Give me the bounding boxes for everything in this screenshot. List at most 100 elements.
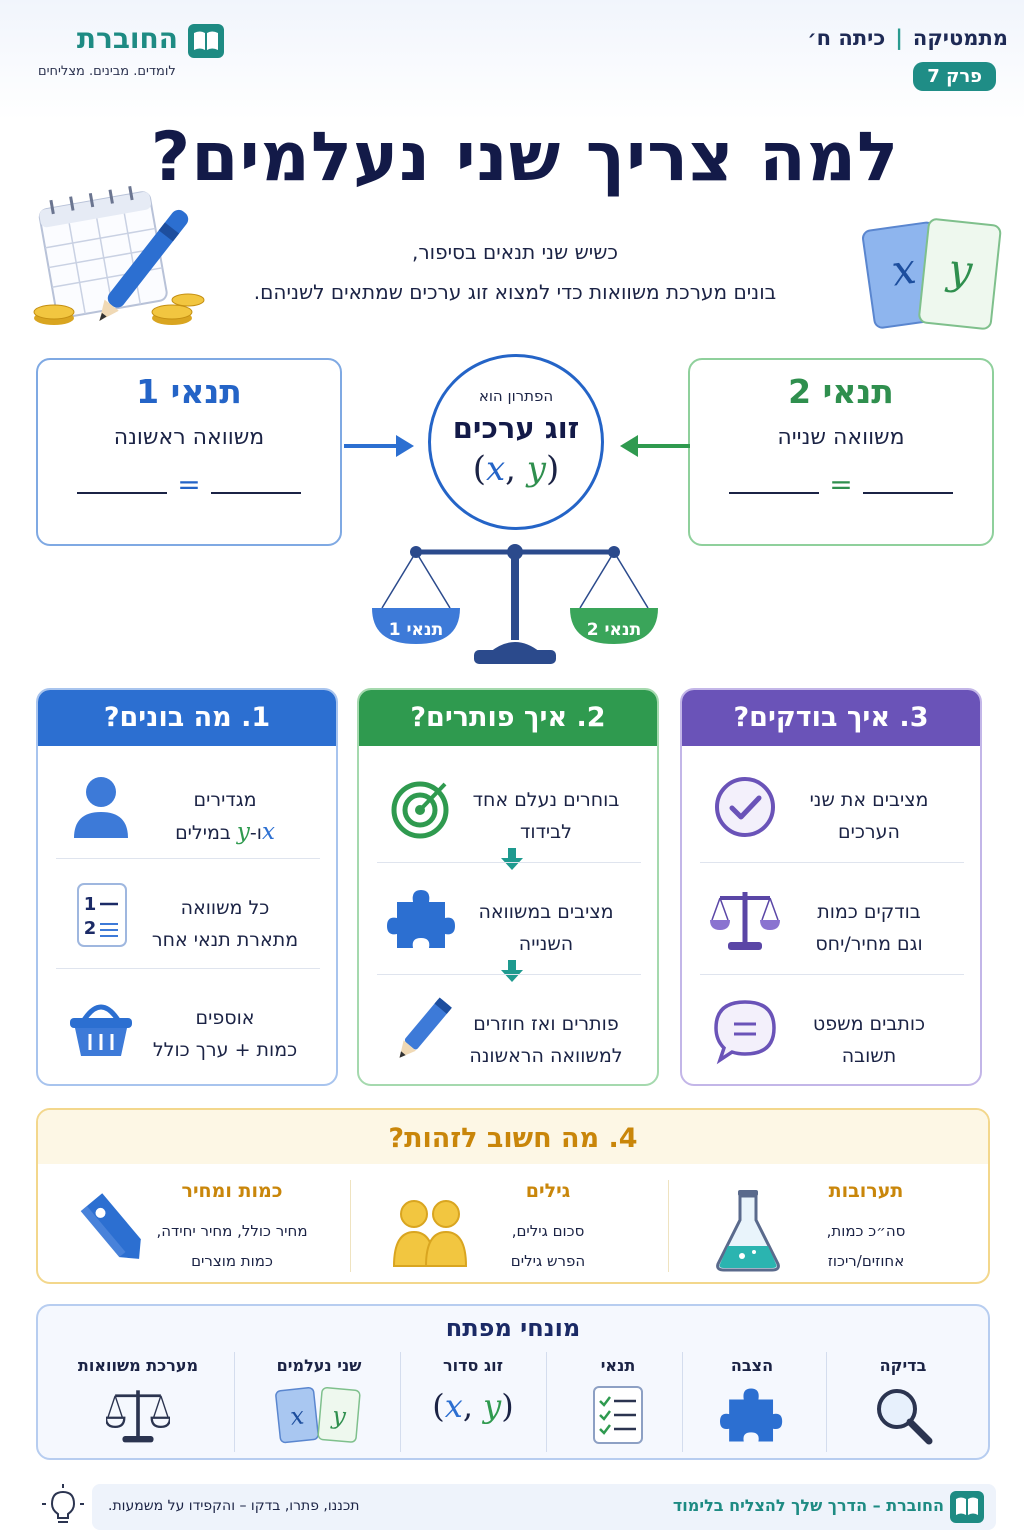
term-label: בדיקה bbox=[879, 1356, 927, 1375]
item-line-2: מתארת תנאי אחר bbox=[151, 929, 299, 951]
divider bbox=[546, 1352, 547, 1452]
people-icon bbox=[392, 1200, 468, 1267]
item-line-1: בודקים כמות bbox=[817, 901, 921, 923]
var-y: y bbox=[483, 1387, 502, 1425]
xy-cards-icon: x y bbox=[275, 1387, 361, 1444]
condition-2-equation-blank: = bbox=[690, 468, 992, 501]
chapter-badge: פרק 7 bbox=[913, 62, 996, 91]
target-icon bbox=[391, 781, 449, 839]
divider bbox=[56, 968, 320, 969]
item-line-2: כמות + ערך כולל bbox=[152, 1039, 298, 1061]
blank-line bbox=[77, 476, 168, 494]
condition-2-subtitle: משוואה שנייה bbox=[777, 425, 905, 450]
basket-icon bbox=[70, 1004, 132, 1056]
section-what-to-identify: 4. מה חשוב לזהות? כמות ומחיר מחיר כולל, … bbox=[36, 1108, 990, 1284]
item-line-2: הערכים bbox=[838, 821, 900, 843]
blank-line bbox=[862, 476, 953, 494]
column-3-item-3: כותבים משפט תשובה bbox=[700, 982, 964, 1084]
column-3-title: 3. איך בודקים? bbox=[682, 690, 980, 746]
column-how-to-solve: 2. איך פותרים? בוחרים נעלם אחד לבידוד מצ… bbox=[357, 688, 659, 1086]
solution-pre-label: הפתרון הוא bbox=[478, 387, 554, 405]
column-1-item-1: מגדירים xו-y במילים bbox=[56, 758, 320, 866]
checklist-icon bbox=[593, 1386, 643, 1444]
column-how-to-check: 3. איך בודקים? מציבים את שני הערכים בודק… bbox=[680, 688, 982, 1086]
column-1-item-2: כל משוואה מתארת תנאי אחר 1 2 bbox=[56, 866, 320, 974]
svg-text:2: 2 bbox=[84, 918, 97, 939]
condition-2-card: תנאי 2 משוואה שנייה = bbox=[688, 358, 994, 546]
ordered-pair-icon: (x, y) bbox=[432, 1387, 514, 1425]
key-terms-title: מונחי מפתח bbox=[445, 1314, 581, 1342]
divider bbox=[668, 1180, 669, 1272]
column-3-item-1: מציבים את שני הערכים bbox=[700, 758, 964, 866]
identify-item-title: גילים bbox=[525, 1180, 571, 1202]
term-label: מערכת משוואות bbox=[77, 1356, 199, 1375]
column-2-item-2: מציבים במשוואה השנייה bbox=[377, 870, 641, 978]
item-line-2: תשובה bbox=[841, 1045, 897, 1067]
item-line-1: אוספים bbox=[195, 1007, 255, 1029]
identify-item-line-2: הפרש גילים bbox=[510, 1252, 586, 1270]
brand-name: החוברת bbox=[76, 22, 178, 55]
column-1-item-3: אוספים כמות + ערך כולל bbox=[56, 976, 320, 1084]
flask-icon bbox=[716, 1190, 780, 1272]
var-x: x bbox=[444, 1387, 463, 1425]
blank-line bbox=[729, 476, 820, 494]
ordered-pair: (x, y) bbox=[472, 449, 560, 489]
condition-1-title: תנאי 1 bbox=[136, 372, 242, 411]
identify-item-mixtures: תערובות סה״כ כמות, אחוזים/ריכוז bbox=[682, 1176, 982, 1276]
item-line-1: כל משוואה bbox=[180, 897, 270, 919]
term-substitution: הצבה bbox=[692, 1356, 812, 1456]
condition-1-subtitle: משוואה ראשונה bbox=[113, 425, 265, 450]
numbered-list-icon: 1 2 bbox=[77, 883, 127, 947]
equals-sign: = bbox=[829, 468, 853, 501]
item-line-1: מגדירים bbox=[193, 789, 257, 811]
page-title: למה צריך שני נעלמים? bbox=[150, 118, 900, 197]
condition-1-equation-blank: = bbox=[38, 468, 340, 501]
term-label: זוג סדור bbox=[442, 1356, 504, 1375]
column-1-title: 1. מה בונים? bbox=[38, 690, 336, 746]
identify-item-title: כמות ומחיר bbox=[181, 1180, 283, 1202]
grade-label: כיתה ח׳ bbox=[807, 26, 886, 50]
identify-item-line-1: מחיר כולל, מחיר יחידה, bbox=[156, 1222, 308, 1240]
item-words: במילים bbox=[175, 822, 231, 844]
column-3-item-2: בודקים כמות וגם מחיר/יחס bbox=[700, 870, 964, 978]
pencil-icon bbox=[399, 997, 452, 1058]
identify-item-line-1: סכום גילים, bbox=[511, 1222, 585, 1240]
equals-sign: = bbox=[177, 468, 201, 501]
term-system-of-equations: מערכת משוואות bbox=[58, 1356, 218, 1456]
divider bbox=[377, 974, 641, 975]
intro-line-2: בונים מערכת משוואות כדי למצוא זוג ערכים … bbox=[253, 280, 777, 304]
column-what-to-build: 1. מה בונים? מגדירים xו-y במילים כל משוו… bbox=[36, 688, 338, 1086]
brand-tagline: לומדים. מבינים. מצליחים bbox=[38, 64, 176, 79]
and-word: ו- bbox=[249, 822, 262, 844]
arrow-down-icon bbox=[501, 960, 523, 982]
svg-text:1: 1 bbox=[84, 894, 97, 915]
var-y-wrap: y bbox=[236, 819, 250, 845]
identify-item-quantity-price: כמות ומחיר מחיר כולל, מחיר יחידה, כמות מ… bbox=[48, 1176, 348, 1276]
footer-bar: החוברת – הדרך שלך להצליח בלימוד תכננו, פ… bbox=[92, 1484, 996, 1530]
arrow-down-icon bbox=[501, 848, 523, 870]
subject-separator: | bbox=[895, 26, 903, 50]
term-label: הצבה bbox=[730, 1356, 774, 1375]
puzzle-icon bbox=[387, 890, 455, 948]
divider bbox=[234, 1352, 235, 1452]
term-condition: תנאי bbox=[558, 1356, 678, 1456]
identify-item-line-1: סה״כ כמות, bbox=[826, 1222, 906, 1240]
item-line-1: מציבים במשוואה bbox=[478, 901, 614, 923]
item-line-2: השנייה bbox=[518, 933, 574, 955]
var-x: x bbox=[261, 819, 275, 845]
footer-brand: החוברת – הדרך שלך להצליח בלימוד bbox=[672, 1496, 944, 1515]
column-2-item-1: בוחרים נעלם אחד לבידוד bbox=[377, 758, 641, 866]
term-check: בדיקה bbox=[838, 1356, 968, 1456]
divider bbox=[826, 1352, 827, 1452]
term-label: שני נעלמים bbox=[276, 1356, 362, 1375]
divider bbox=[377, 862, 641, 863]
scale-icon bbox=[104, 1390, 172, 1443]
arrow-right-icon bbox=[344, 435, 414, 457]
column-2-item-3: פותרים ואז חוזרים למשוואה הראשונה bbox=[377, 982, 641, 1084]
solution-circle: הפתרון הוא זוג ערכים (x, y) bbox=[428, 354, 604, 530]
condition-2-title: תנאי 2 bbox=[788, 372, 894, 411]
divider bbox=[700, 862, 964, 863]
lightbulb-icon bbox=[42, 1484, 84, 1523]
solution-main-label: זוג ערכים bbox=[452, 411, 580, 445]
